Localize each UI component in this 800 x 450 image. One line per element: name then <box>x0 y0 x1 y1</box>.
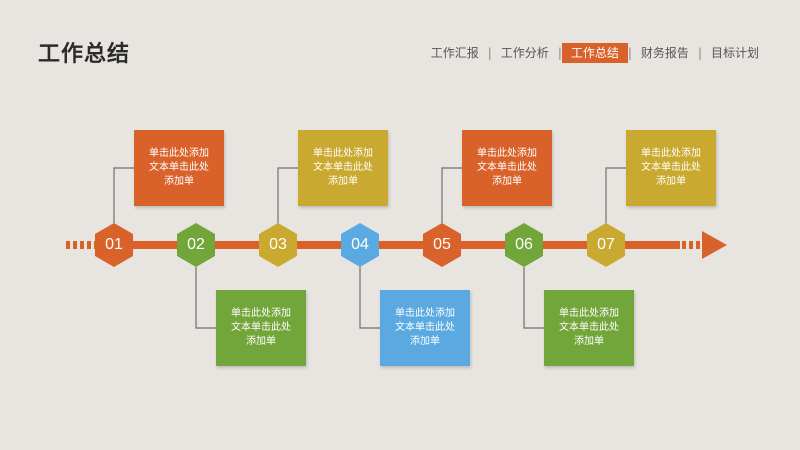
nav-separator: | <box>557 46 562 60</box>
step-hexagon <box>423 223 461 267</box>
arrow-tail-dash <box>87 241 91 249</box>
nav-separator: | <box>627 46 632 60</box>
step-number: 04 <box>351 236 369 253</box>
step-connector <box>195 267 216 329</box>
arrow-head-dash <box>689 241 693 249</box>
nav-item-work-summary[interactable]: 工作总结 <box>561 43 628 63</box>
step-text-box[interactable]: 单击此处添加文本单击此处添加单 <box>298 130 388 206</box>
step-number: 05 <box>433 236 451 253</box>
step-number: 02 <box>187 236 205 253</box>
step-text: 单击此处添加文本单击此处添加单 <box>395 308 455 347</box>
step-text-box[interactable]: 单击此处添加文本单击此处添加单 <box>216 290 306 366</box>
nav-separator: | <box>697 46 702 60</box>
step-text-box[interactable]: 单击此处添加文本单击此处添加单 <box>134 130 224 206</box>
step-text: 单击此处添加文本单击此处添加单 <box>477 148 537 187</box>
step-hexagon <box>95 223 133 267</box>
step-hexagon <box>177 223 215 267</box>
step-text-box[interactable]: 单击此处添加文本单击此处添加单 <box>626 130 716 206</box>
step-connector <box>359 267 380 329</box>
step-connector <box>605 167 626 223</box>
nav-item-financial-report[interactable]: 财务报告 <box>640 46 689 60</box>
step-text: 单击此处添加文本单击此处添加单 <box>231 308 291 347</box>
nav-separator: | <box>487 46 492 60</box>
arrow-tail-dash <box>66 241 70 249</box>
step-hexagon <box>341 223 379 267</box>
step-connector <box>277 167 298 223</box>
step-text: 单击此处添加文本单击此处添加单 <box>641 148 701 187</box>
step-number: 07 <box>597 236 615 253</box>
step-number: 06 <box>515 236 533 253</box>
nav-item-work-analysis[interactable]: 工作分析 <box>500 46 549 60</box>
step-connector <box>113 167 134 223</box>
step-text: 单击此处添加文本单击此处添加单 <box>559 308 619 347</box>
nav-item-goal-plan[interactable]: 目标计划 <box>710 46 759 60</box>
step-text-box[interactable]: 单击此处添加文本单击此处添加单 <box>462 130 552 206</box>
step-connector <box>441 167 462 223</box>
step-text: 单击此处添加文本单击此处添加单 <box>149 148 209 187</box>
step-text-box[interactable]: 单击此处添加文本单击此处添加单 <box>544 290 634 366</box>
step-number: 03 <box>269 236 287 253</box>
top-nav: 工作汇报 | 工作分析 | 工作总结 | 财务报告 | 目标计划 <box>422 43 768 63</box>
step-text-box[interactable]: 单击此处添加文本单击此处添加单 <box>380 290 470 366</box>
timeline-arrow-shaft <box>94 241 680 249</box>
step-hexagon <box>259 223 297 267</box>
arrow-head-dash <box>682 241 686 249</box>
arrow-head-dash <box>696 241 700 249</box>
step-number: 01 <box>105 236 123 253</box>
step-hexagon <box>587 223 625 267</box>
page-title: 工作总结 <box>38 42 131 67</box>
step-hexagon <box>505 223 543 267</box>
arrow-tail-dash <box>73 241 77 249</box>
arrow-tail-dash <box>80 241 84 249</box>
timeline-arrow-head <box>702 231 727 259</box>
nav-item-work-report[interactable]: 工作汇报 <box>430 46 479 60</box>
step-text: 单击此处添加文本单击此处添加单 <box>313 148 373 187</box>
step-connector <box>523 267 544 329</box>
